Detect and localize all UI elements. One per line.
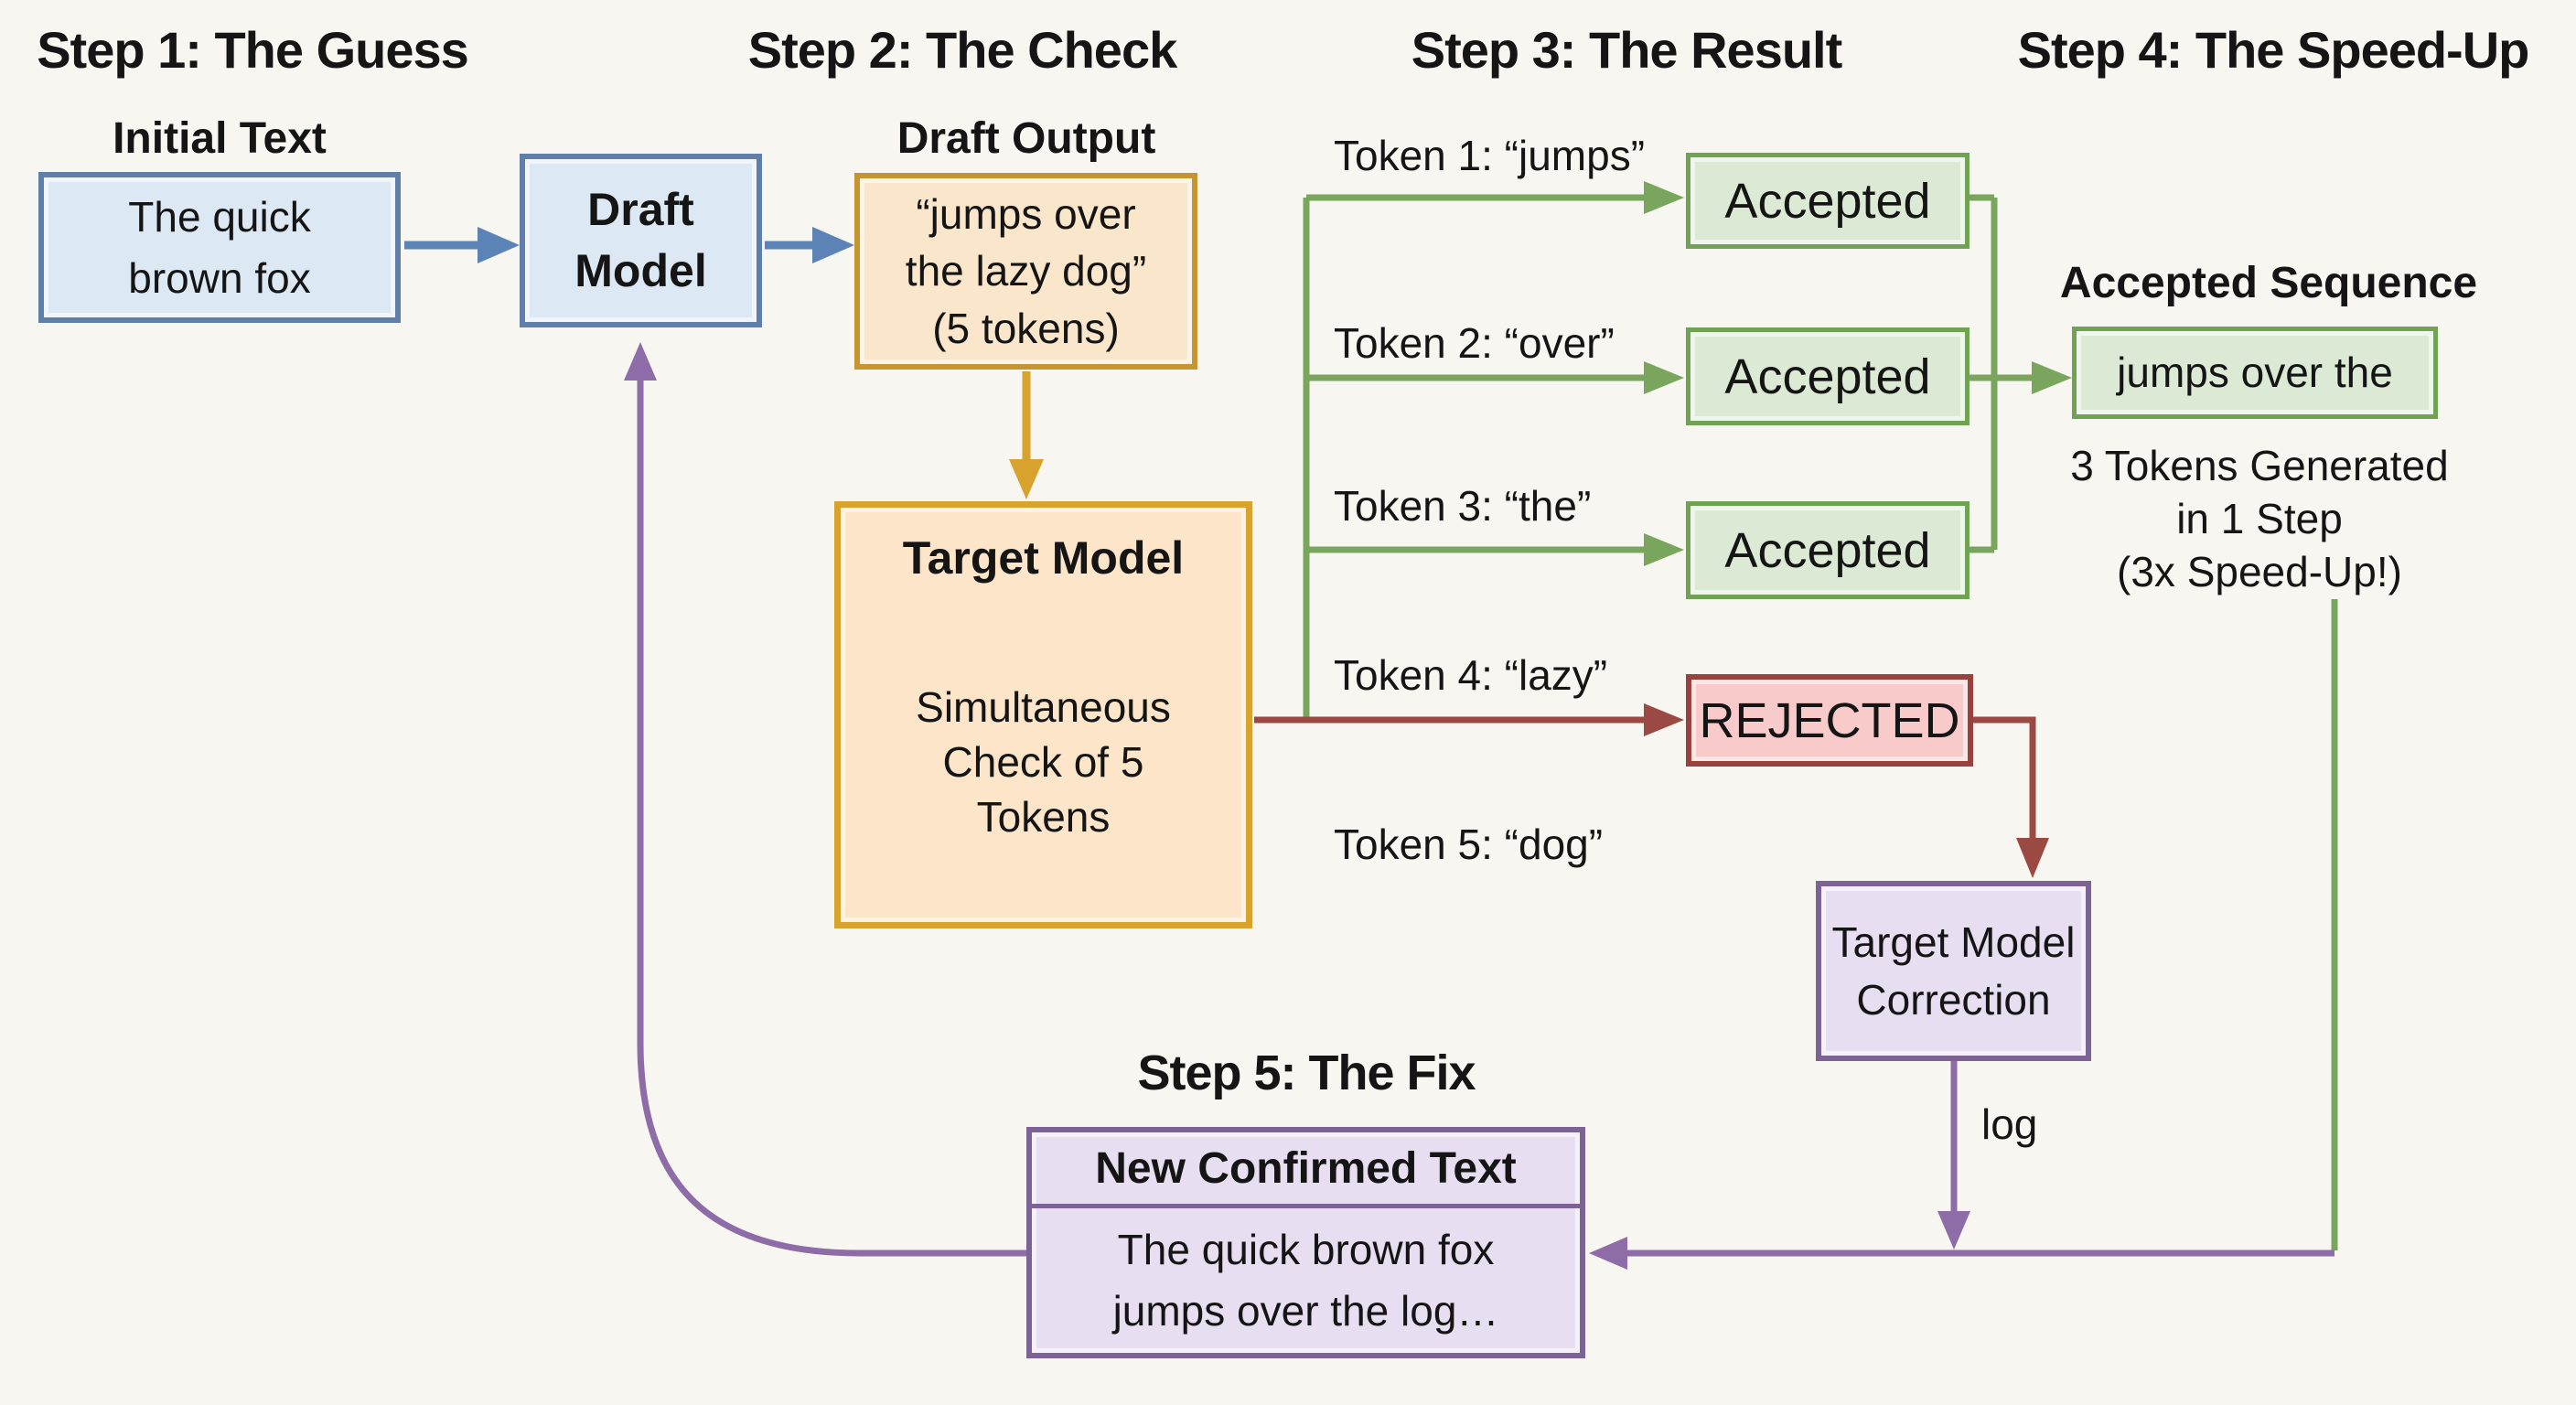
step3-header: Step 3: The Result: [1411, 21, 1843, 79]
correction-line: Target Model: [1831, 918, 2076, 967]
target-model-title: Target Model: [902, 532, 1185, 584]
new-confirmed-text-box: New Confirmed Text The quick brown fox j…: [1026, 1127, 1585, 1358]
initial-text-label: Initial Text: [113, 114, 327, 163]
token5-label: Token 5: “dog”: [1334, 820, 1604, 868]
step1-header: Step 1: The Guess: [37, 21, 469, 79]
speedup-note-line: in 1 Step: [2176, 495, 2343, 542]
step2-header: Step 2: The Check: [747, 21, 1177, 79]
initial-text-box: The quick brown fox: [38, 172, 401, 323]
draft-output-line: “jumps over: [916, 190, 1136, 239]
target-model-line: Simultaneous: [916, 683, 1171, 731]
new-confirmed-text-body: The quick brown fox jumps over the log…: [1113, 1208, 1499, 1353]
token3-label: Token 3: “the”: [1334, 482, 1592, 530]
token4-label: Token 4: “lazy”: [1334, 651, 1608, 699]
target-model-line: Check of 5: [942, 737, 1144, 786]
speedup-note-line: 3 Tokens Generated: [2070, 442, 2449, 489]
target-model-body: Simultaneous Check of 5 Tokens: [916, 681, 1171, 844]
token2-label: Token 2: “over”: [1334, 319, 1615, 367]
new-confirmed-text-line: jumps over the log…: [1112, 1287, 1499, 1335]
draft-output-label: Draft Output: [896, 114, 1156, 163]
token1-accepted-box: Accepted: [1686, 153, 1970, 249]
arrow-rejected-to-correction: [1973, 716, 2049, 878]
target-model-line: Tokens: [976, 792, 1111, 841]
accepted-sequence-label: Accepted Sequence: [2059, 259, 2478, 307]
draft-output-box: “jumps over the lazy dog” (5 tokens): [854, 173, 1197, 370]
initial-text-line: The quick: [128, 192, 311, 241]
token2-accepted-box: Accepted: [1686, 327, 1970, 425]
log-edge-label: log: [1981, 1100, 2038, 1148]
target-model-correction-box: Target Model Correction: [1816, 881, 2091, 1061]
new-confirmed-text-line: The quick brown fox: [1117, 1226, 1495, 1274]
initial-text-line: brown fox: [128, 253, 311, 302]
step5-header: Step 5: The Fix: [1137, 1046, 1476, 1100]
speedup-note-line: (3x Speed-Up!): [2117, 548, 2402, 595]
draft-output-line: the lazy dog”: [905, 247, 1147, 295]
arrow-feedback-to-draft-model: [624, 342, 1026, 1257]
new-confirmed-text-title: New Confirmed Text: [1032, 1132, 1580, 1208]
token1-label: Token 1: “jumps”: [1334, 132, 1646, 179]
token4-rejected-box: REJECTED: [1686, 674, 1973, 767]
draft-model-box: Draft Model: [520, 154, 762, 327]
token3-accepted-box: Accepted: [1686, 501, 1970, 599]
draft-model-line: Model: [574, 245, 707, 296]
draft-output-line: (5 tokens): [932, 304, 1120, 352]
target-model-box: Target Model Simultaneous Check of 5 Tok…: [834, 501, 1252, 928]
step4-header: Step 4: The Speed-Up: [2017, 21, 2530, 79]
accepted-sequence-box: jumps over the: [2072, 327, 2438, 419]
correction-line: Correction: [1856, 975, 2051, 1024]
draft-model-line: Draft: [587, 183, 694, 235]
